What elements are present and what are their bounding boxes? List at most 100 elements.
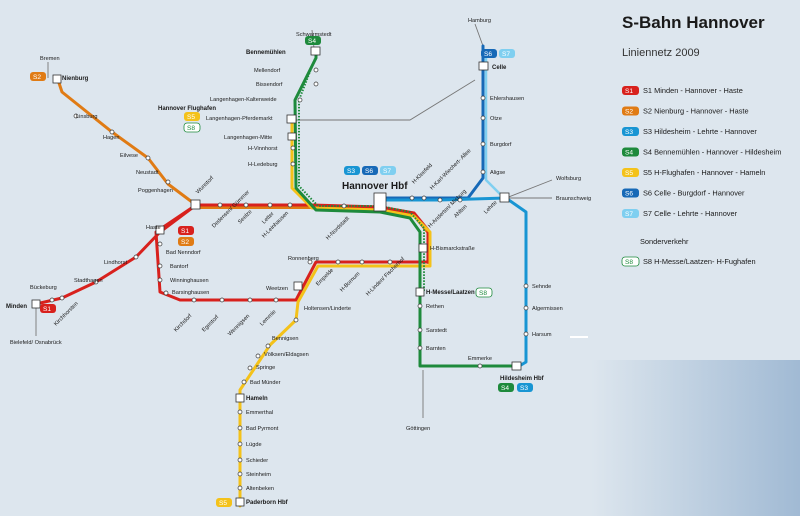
legend-special-heading: Sonderverkehr — [640, 237, 689, 246]
legend-text-s7: S7 Celle - Lehrte - Hannover — [643, 209, 738, 218]
station-marker-celle[interactable] — [478, 61, 489, 71]
station-poggenhagen: Poggenhagen — [138, 188, 173, 194]
svg-text:S3: S3 — [347, 168, 355, 175]
svg-text:S1: S1 — [43, 306, 51, 313]
station-sehnde: Sehnde — [532, 284, 551, 290]
station-paderborn: Paderborn Hbf — [246, 500, 289, 506]
connector-flughafen — [295, 79, 476, 121]
badge-s8-flughafen: S8 — [183, 122, 201, 133]
station-marker-bismarck[interactable] — [418, 243, 428, 253]
station-springe: Springe — [256, 365, 275, 371]
page-title: S-Bahn Hannover — [622, 13, 765, 32]
legend-badge-s3 — [622, 127, 639, 136]
svg-text:S8: S8 — [187, 125, 195, 132]
station-marker-paderborn[interactable] — [235, 497, 245, 507]
badge-s5-paderborn: S5 — [216, 498, 232, 507]
legend-text-s2: S2 Nienburg - Hannover - Haste — [643, 107, 749, 116]
station-marker-hameln[interactable] — [235, 393, 245, 403]
legend-badge-label-s1: S1 — [625, 88, 633, 95]
station-marker-minden[interactable] — [31, 299, 41, 309]
station-linsburg: Linsburg — [76, 114, 97, 120]
legend-badge-label-s5: S5 — [625, 170, 633, 177]
station-bennemuehlen: Bennemühlen — [246, 50, 286, 56]
station-marker-hub[interactable] — [373, 192, 387, 212]
legend-item-s8: S8 S8 H-Messe/Laatzen- H-Fughafen — [621, 256, 756, 267]
svg-text:S6: S6 — [365, 168, 373, 175]
station-wolfsburg: Wolfsburg — [556, 176, 581, 182]
station-aligse: Aligse — [490, 170, 505, 176]
line-s4 — [293, 48, 518, 368]
station-hamburg: Hamburg — [468, 18, 491, 24]
station-ehlershausen: Ehlershausen — [490, 96, 524, 102]
legend-badge-s6 — [622, 188, 639, 198]
station-braunschweig: Braunschweig — [556, 196, 591, 202]
map-badges: S4 S2 S6 S7 S5 S8 S3 S6 — [30, 36, 533, 507]
legend-text-s5: S5 H-Flughafen - Hannover - Hameln — [643, 168, 765, 177]
station-nienburg: Nienburg — [62, 76, 89, 82]
station-stadthagen: Stadthagen — [74, 278, 103, 284]
svg-text:S8: S8 — [479, 290, 487, 297]
station-flughafen: Hannover Flughafen — [158, 106, 216, 112]
legend-item-s5: S5 S5 H-Flughafen - Hannover - Hameln — [622, 168, 765, 177]
station-bantorf: Bantorf — [170, 264, 188, 270]
badge-s8-messe: S8 — [475, 287, 493, 298]
station-otze: Otze — [490, 116, 502, 122]
legend-badge-s4 — [622, 147, 639, 157]
badge-s1-haste: S1 — [178, 226, 194, 235]
station-schieder: Schieder — [246, 458, 268, 464]
station-altenbeken: Altenbeken — [246, 486, 274, 492]
svg-text:S1: S1 — [181, 228, 189, 235]
station-ledeburg: H-Ledeburg — [248, 162, 278, 168]
legend-badge-s5 — [622, 168, 639, 177]
station-marker-lhmitte[interactable] — [287, 132, 297, 141]
station-markers — [31, 46, 522, 507]
station-badmuender: Bad Münder — [250, 380, 281, 386]
station-hildesheim: Hildesheim Hbf — [500, 376, 545, 382]
page-subtitle: Liniennetz 2009 — [622, 47, 700, 59]
svg-text:S7: S7 — [383, 168, 391, 175]
station-marker-wunstorf[interactable] — [190, 199, 201, 210]
badge-s3-hildesheim: S3 — [517, 383, 533, 392]
svg-text:S5: S5 — [219, 500, 227, 507]
badge-s2-nienburg: S2 — [30, 72, 46, 81]
background-fade — [420, 360, 800, 516]
station-eilvese: Eilvese — [120, 153, 138, 159]
station-marker-weetzen[interactable] — [293, 281, 303, 291]
station-emmerthal: Emmerthal — [246, 410, 273, 416]
connector-wolfsburg — [505, 179, 553, 199]
station-steinheim: Steinheim — [246, 472, 271, 478]
legend-text-s3: S3 Hildesheim - Lehrte - Hannover — [643, 127, 757, 136]
station-marker-hildesheim[interactable] — [511, 361, 522, 371]
legend-badge-s7 — [622, 209, 639, 218]
badge-s6-celle: S6 — [481, 49, 497, 58]
station-dots — [49, 67, 529, 491]
legend-text-s1: S1 Minden - Hannover - Haste — [643, 86, 743, 95]
station-marker-messe[interactable] — [415, 287, 425, 297]
station-marker-haste[interactable] — [155, 225, 165, 235]
legend-text-s6: S6 Celle - Burgdorf - Hannover — [643, 189, 745, 198]
station-marker-nienburg[interactable] — [52, 74, 62, 84]
legend-badge-label-s4: S4 — [625, 150, 633, 157]
station-winninghausen: Winninghausen — [170, 278, 209, 284]
station-marker-bennemuehlen[interactable] — [310, 46, 321, 56]
badge-s5-flughafen: S5 — [184, 112, 200, 121]
legend-panel: S-Bahn Hannover Liniennetz 2009 S1 S1 Min… — [621, 13, 781, 267]
station-emmerke: Emmerke — [468, 356, 492, 362]
station-sarstedt: Sarstedt — [426, 328, 447, 334]
station-marker-lehrte[interactable] — [499, 192, 510, 203]
legend-badge-label-s6: S6 — [625, 191, 633, 198]
station-badnenndorf: Bad Nenndorf — [166, 250, 201, 256]
svg-text:S3: S3 — [520, 385, 528, 392]
svg-text:S2: S2 — [33, 74, 41, 81]
station-marker-pferdemarkt[interactable] — [286, 114, 297, 124]
svg-text:S4: S4 — [308, 38, 316, 45]
svg-text:S6: S6 — [484, 51, 492, 58]
station-bremen: Bremen — [40, 56, 60, 62]
legend-item-s1: S1 S1 Minden - Hannover - Haste — [622, 86, 743, 95]
station-holtensen: Holtensen/Linderte — [304, 306, 351, 312]
